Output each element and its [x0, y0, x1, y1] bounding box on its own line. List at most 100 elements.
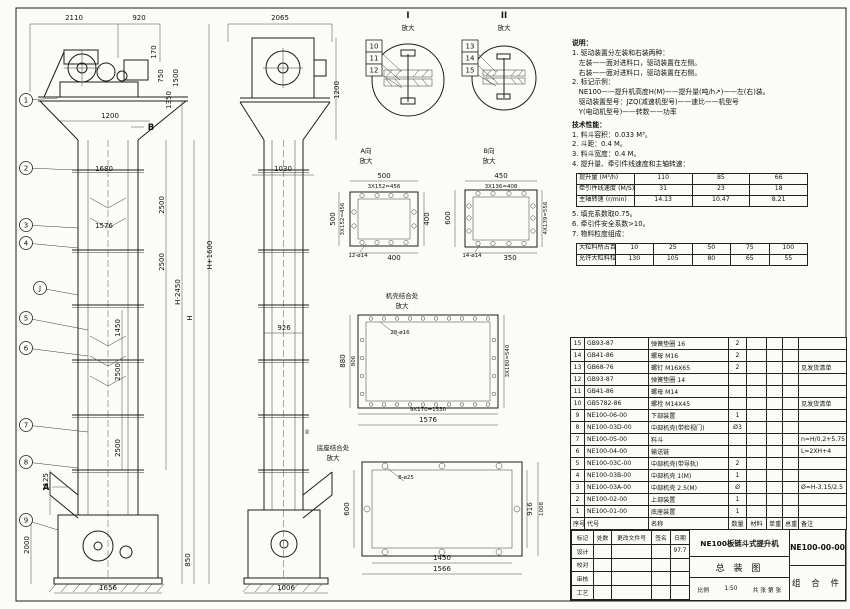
dim-label: 1125: [42, 473, 50, 491]
dim-label: 8-ø25: [398, 475, 414, 481]
bolt-hole: [381, 316, 387, 321]
part-callout-15: [461, 63, 479, 77]
table-cell: [746, 373, 767, 386]
table-cell: 23: [691, 183, 751, 196]
table-row: 校对: [571, 557, 690, 573]
note-line: 2. 标记示例：: [572, 78, 615, 87]
table-cell: [593, 557, 612, 573]
tech-line: 5. 填充系数取0.75。: [572, 209, 637, 218]
table-cell: [798, 385, 847, 398]
table-cell: 处数: [593, 530, 612, 545]
bolt-hole: [472, 316, 478, 321]
bolt-hole: [388, 193, 394, 198]
table-cell: [798, 337, 847, 350]
bolt-hole: [530, 203, 536, 209]
detail-b-view: [464, 189, 538, 248]
table-cell: [728, 445, 747, 458]
table-cell: 65: [730, 253, 770, 266]
note-line: NE100——提升机高度H(M)——提升量(吨/h↗)——左(右)装。: [572, 88, 770, 97]
bolt-hole: [359, 391, 365, 397]
table-cell: [782, 397, 799, 410]
table-cell: 名称: [648, 517, 729, 530]
part-callout-number: 12: [370, 66, 379, 74]
table-cell: 审核: [571, 571, 594, 587]
table-cell: GB5782-86: [584, 397, 649, 410]
table-cell: 66: [749, 172, 808, 185]
table-cell: 材料: [746, 517, 767, 530]
table-cell: [798, 469, 847, 482]
table-cell: 总重: [782, 517, 799, 530]
dim-label: 2500: [114, 363, 122, 381]
part-callout-9: [19, 513, 33, 527]
dim-label: 1200: [333, 81, 341, 99]
bucket-profile: [89, 335, 127, 347]
dim-label: H: [186, 315, 194, 320]
table-cell: [746, 421, 767, 434]
table-cell: NE100-03B-00: [584, 469, 649, 482]
dim-label: A向: [361, 146, 372, 155]
table-cell: [728, 433, 747, 446]
dim-label: 3X136=408: [485, 184, 518, 190]
table-cell: 设计: [571, 543, 594, 559]
table-cell: 1: [728, 493, 747, 506]
table-cell: 130: [614, 253, 654, 266]
bolt-hole: [485, 402, 491, 407]
detail-I-enlarged: [371, 43, 445, 117]
table-cell: Ø3: [728, 421, 747, 434]
bolt-hole: [491, 373, 497, 379]
table-cell: 上部装置: [648, 493, 729, 506]
dim-label: 放大: [498, 23, 512, 32]
table-cell: [782, 505, 799, 518]
table-cell: 中部机壳(带导轨): [648, 457, 729, 470]
table-cell: [782, 469, 799, 482]
bolt-hole: [466, 215, 472, 221]
table-cell: 13: [570, 361, 585, 374]
dim-label: 放大: [396, 301, 410, 310]
table-cell: 中部机壳 1(M): [648, 469, 729, 482]
table-cell: NE100-06-00: [584, 409, 649, 422]
dim-label: 12-ø14: [348, 253, 368, 259]
bolt-hole: [407, 402, 413, 407]
bolt-hole: [472, 402, 478, 407]
table-cell: [746, 493, 767, 506]
dim-label: 3X152=456: [368, 184, 401, 190]
bolt-hole: [446, 402, 452, 407]
bolt-hole: [491, 355, 497, 361]
dim-label: H+1600: [206, 241, 214, 270]
table-cell: [766, 385, 783, 398]
dim-label: A: [43, 483, 50, 493]
table-cell: [746, 361, 767, 374]
dim-label: 450: [494, 172, 507, 180]
bolt-hole: [459, 316, 465, 321]
linework: [25, 224, 79, 229]
table-cell: 100: [768, 242, 808, 255]
title-block-middle: NE100板链斗式提升机 总 装 图 比例 1:50 共 张 第 张: [690, 530, 790, 600]
bolt-hole: [438, 548, 446, 556]
table-cell: GB41-86: [584, 349, 649, 362]
dim-label: 880: [339, 354, 347, 367]
note-line: Y(电动机型号)——转数——功率: [572, 107, 677, 116]
linework: [60, 583, 69, 593]
dim-label: II: [305, 428, 309, 436]
table-cell: 80: [691, 253, 731, 266]
table-cell: [766, 361, 783, 374]
table-cell: 5: [570, 457, 585, 470]
dim-label: 1656: [99, 584, 117, 592]
dim-label: 4X139=556: [543, 201, 549, 234]
table-cell: [782, 445, 799, 458]
linework: [278, 583, 287, 593]
part-callout-3: [19, 218, 33, 232]
bolt-hole: [394, 402, 400, 407]
table-cell: [728, 373, 747, 386]
table-cell: 105: [653, 253, 693, 266]
table-cell: 1: [728, 469, 747, 482]
table-cell: [798, 409, 847, 422]
table-cell: 见发货清单: [798, 361, 847, 374]
table-cell: 1: [728, 409, 747, 422]
part-callout-number: 14: [466, 54, 475, 62]
